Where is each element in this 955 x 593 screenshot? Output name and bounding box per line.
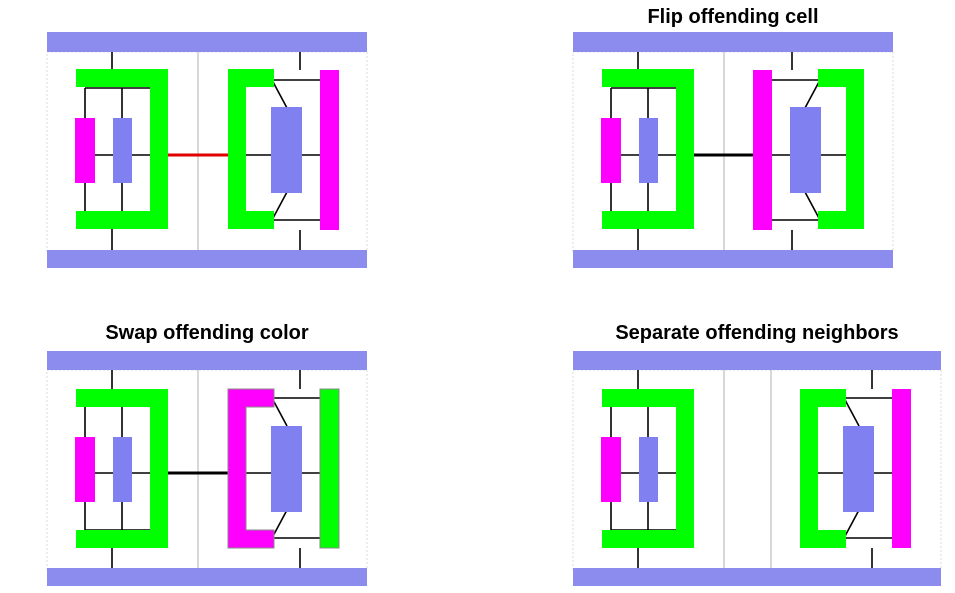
panel-title-flip: Flip offending cell bbox=[647, 6, 819, 28]
magenta-bar bbox=[892, 389, 911, 548]
green-bar bbox=[319, 388, 340, 549]
blue-bar bbox=[271, 426, 302, 512]
panel-original bbox=[46, 32, 368, 268]
bottom-rail bbox=[47, 568, 367, 586]
magenta-bar bbox=[75, 437, 95, 502]
panel-swap bbox=[46, 351, 368, 586]
blue-bar bbox=[843, 426, 874, 512]
blue-bar bbox=[790, 107, 821, 193]
green-c-shape bbox=[602, 389, 694, 548]
bottom-rail bbox=[47, 250, 367, 268]
magenta-bar bbox=[75, 118, 95, 183]
magenta-bracket bbox=[227, 388, 275, 549]
green-c-shape bbox=[76, 389, 168, 548]
blue-bar bbox=[113, 118, 132, 183]
magenta-bar bbox=[601, 437, 621, 502]
magenta-bar bbox=[753, 70, 772, 230]
top-rail bbox=[573, 351, 941, 370]
panel-title-separate: Separate offending neighbors bbox=[615, 322, 899, 344]
panel-flip bbox=[572, 32, 894, 268]
magenta-bar bbox=[320, 70, 339, 230]
green-bracket bbox=[818, 69, 864, 229]
magenta-bar bbox=[601, 118, 621, 183]
green-bracket bbox=[228, 69, 274, 229]
panel-separate bbox=[572, 351, 942, 586]
bottom-rail bbox=[573, 568, 941, 586]
bottom-rail bbox=[573, 250, 893, 268]
green-c-shape bbox=[76, 69, 168, 229]
blue-bar bbox=[271, 107, 302, 193]
panel-title-swap: Swap offending color bbox=[105, 322, 309, 344]
blue-bar bbox=[639, 437, 658, 502]
top-rail bbox=[573, 32, 893, 52]
green-bracket bbox=[800, 389, 846, 548]
blue-bar bbox=[639, 118, 658, 183]
green-c-shape bbox=[602, 69, 694, 229]
top-rail bbox=[47, 32, 367, 52]
blue-bar bbox=[113, 437, 132, 502]
top-rail bbox=[47, 351, 367, 370]
